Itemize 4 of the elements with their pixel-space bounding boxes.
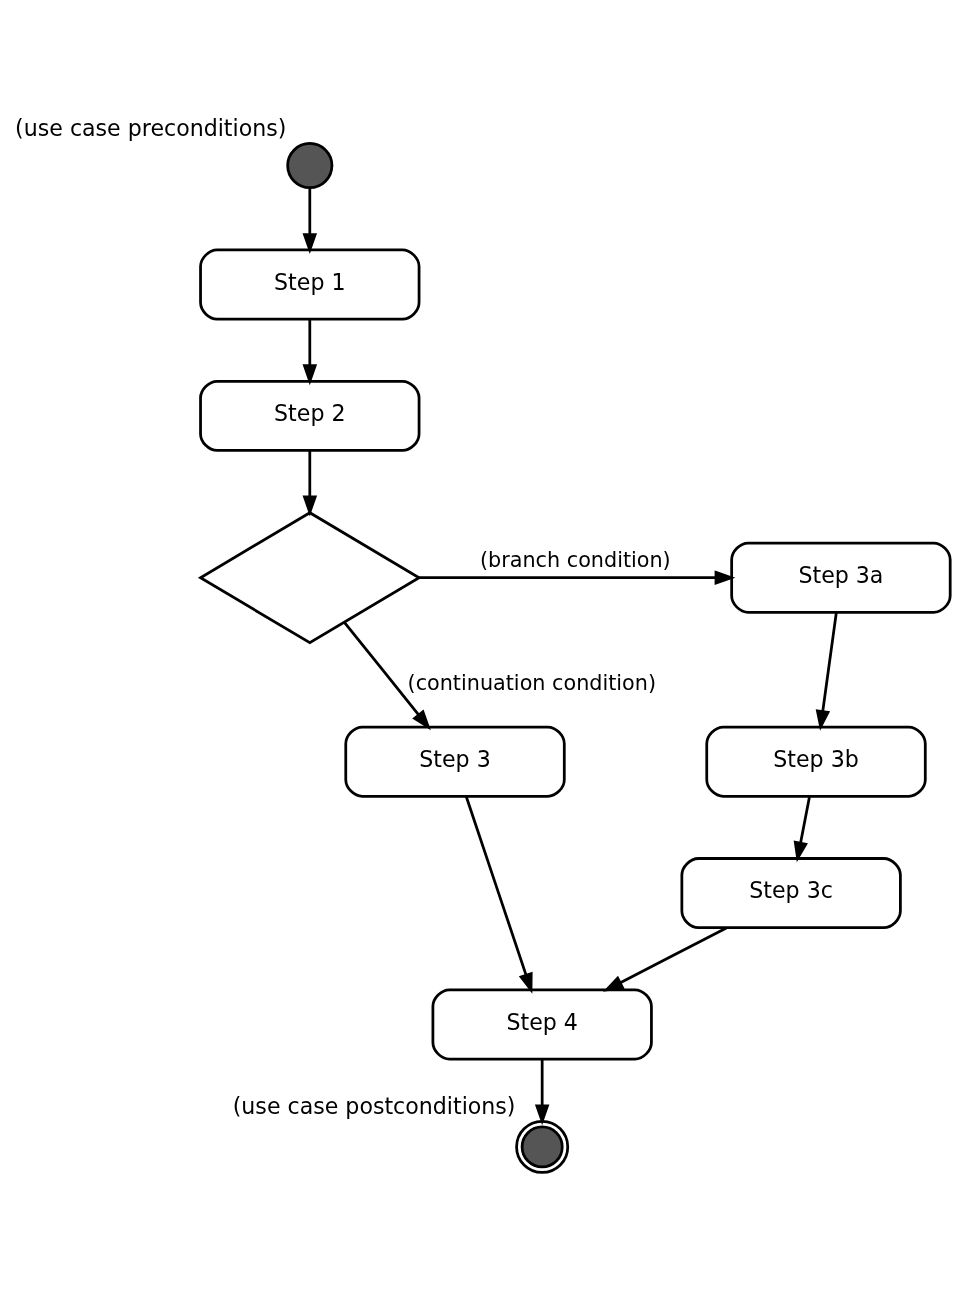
node-label: (use case preconditions) <box>15 114 287 141</box>
edge-label: (branch condition) <box>480 547 671 572</box>
node-label: (use case postconditions) <box>232 1092 516 1119</box>
edge-label: (continuation condition) <box>407 670 657 695</box>
